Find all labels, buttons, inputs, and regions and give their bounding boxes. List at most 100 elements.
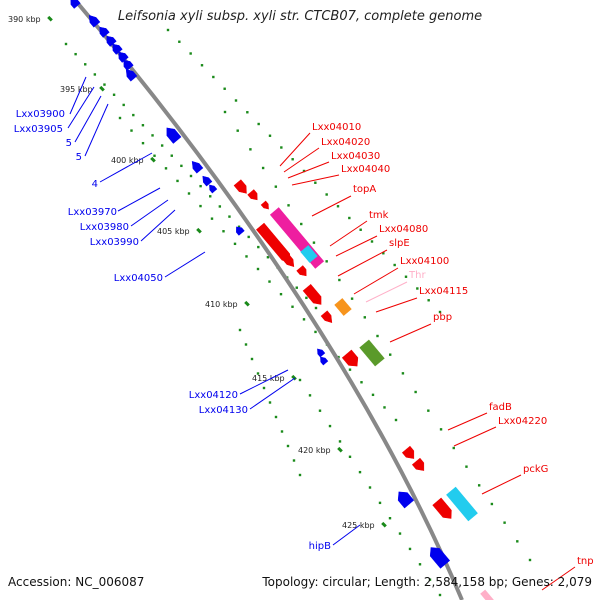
gene-feature[interactable]: [426, 544, 451, 569]
gene-feature[interactable]: [86, 13, 101, 28]
gene-label-left[interactable]: 5: [66, 138, 72, 149]
gene-feature[interactable]: [411, 457, 427, 474]
gene-label-right[interactable]: topA: [353, 184, 376, 195]
gene-feature[interactable]: [260, 200, 271, 211]
gene-feature[interactable]: [116, 50, 129, 63]
track-dot: [394, 418, 398, 422]
track-dot: [223, 110, 227, 114]
gene-label-right[interactable]: Lxx04020: [321, 137, 370, 148]
gene-feature[interactable]: [394, 488, 415, 509]
track-dot: [189, 174, 193, 178]
gene-feature[interactable]: [341, 349, 361, 370]
track-dot: [359, 228, 362, 231]
track-dot: [404, 275, 408, 278]
track-dot: [348, 455, 352, 458]
track-dot: [257, 245, 260, 249]
gene-label-right[interactable]: tmk: [369, 210, 389, 221]
gene-feature[interactable]: [318, 355, 329, 366]
gene-feature[interactable]: [432, 497, 456, 522]
track-dot: [393, 263, 396, 267]
gene-label-left[interactable]: hipB: [309, 541, 331, 552]
gene-feature[interactable]: [233, 179, 250, 197]
track-dot: [438, 310, 442, 314]
gene-label-right[interactable]: tnp: [577, 556, 594, 567]
topology-text: Topology: circular; Length: 2,584,158 bp…: [261, 575, 592, 589]
track-dot: [268, 134, 272, 137]
gene-label-right[interactable]: Lxx04010: [312, 122, 361, 133]
gene-feature[interactable]: [296, 265, 310, 279]
gene-features: [68, 0, 496, 600]
gene-feature[interactable]: [247, 189, 261, 203]
gene-feature[interactable]: [359, 339, 385, 367]
leader-line: [164, 251, 206, 278]
gene-label-right[interactable]: pbp: [433, 312, 452, 323]
gene-feature[interactable]: [163, 125, 182, 144]
gene-label-left[interactable]: Lxx04050: [114, 273, 163, 284]
gene-label-left[interactable]: Lxx03980: [80, 222, 129, 233]
gene-feature[interactable]: [189, 159, 204, 174]
gene-label-right[interactable]: pckG: [523, 464, 548, 475]
gene-feature[interactable]: [334, 298, 352, 316]
gene-feature[interactable]: [446, 486, 478, 522]
track-dot: [266, 256, 270, 259]
gene-feature[interactable]: [282, 254, 297, 269]
gene-feature[interactable]: [68, 0, 81, 9]
gene-label-right[interactable]: Lxx04040: [341, 164, 390, 175]
track-dot: [348, 216, 351, 220]
track-dot: [336, 205, 340, 208]
gene-feature[interactable]: [123, 67, 138, 82]
track-dot: [93, 73, 97, 76]
track-dot: [153, 154, 156, 157]
gene-label-right[interactable]: Lxx04115: [419, 286, 468, 297]
gene-feature[interactable]: [234, 225, 245, 236]
leader-line: [74, 95, 102, 143]
gene-label-right[interactable]: fadB: [489, 402, 512, 413]
gene-label-right[interactable]: Lxx04080: [379, 224, 428, 235]
gene-feature[interactable]: [97, 25, 110, 38]
gene-label-left[interactable]: Lxx03900: [16, 109, 65, 120]
leader-line: [453, 426, 497, 447]
tick-mark: [196, 227, 202, 234]
gene-label-left[interactable]: Lxx03905: [14, 124, 63, 135]
track-dot: [245, 255, 248, 258]
gene-feature[interactable]: [269, 207, 325, 269]
gene-feature[interactable]: [207, 183, 218, 194]
track-dot: [199, 184, 202, 188]
gene-label-left[interactable]: 5: [76, 152, 82, 163]
gene-feature[interactable]: [121, 58, 134, 71]
gene-label-left[interactable]: Lxx03970: [68, 207, 117, 218]
gene-label-left[interactable]: Lxx04130: [199, 405, 248, 416]
track-dot: [376, 334, 379, 338]
track-dot: [122, 103, 125, 107]
track-dot: [244, 343, 248, 346]
track-dot: [503, 521, 506, 524]
gene-feature[interactable]: [110, 42, 123, 55]
leader-line: [332, 524, 361, 546]
gene-label-right[interactable]: Lxx04100: [400, 256, 449, 267]
gene-feature[interactable]: [200, 174, 213, 187]
gene-label-right[interactable]: Thr: [408, 270, 426, 281]
track-dot: [350, 297, 354, 300]
track-dot: [291, 158, 294, 161]
gene-feature[interactable]: [480, 589, 496, 600]
gene-label-right[interactable]: slpE: [389, 238, 410, 249]
gene-feature[interactable]: [320, 310, 335, 325]
track-dot: [358, 470, 362, 474]
gene-label-right[interactable]: Lxx04220: [498, 416, 547, 427]
track-dot: [348, 368, 352, 371]
track-dot: [302, 169, 306, 173]
gene-label-right[interactable]: Lxx04030: [331, 151, 380, 162]
gene-feature[interactable]: [315, 347, 326, 358]
leader-line: [329, 220, 368, 247]
gene-feature[interactable]: [401, 445, 417, 462]
leader-line: [283, 147, 320, 173]
track-dot: [418, 563, 422, 566]
gene-feature[interactable]: [104, 34, 117, 47]
gene-label-left[interactable]: Lxx03990: [90, 237, 139, 248]
gene-feature[interactable]: [302, 284, 325, 307]
gene-label-left[interactable]: Lxx04120: [189, 390, 238, 401]
gene-label-left[interactable]: 4: [92, 179, 98, 190]
gene-feature[interactable]: [300, 245, 318, 263]
track-dot: [274, 185, 278, 188]
